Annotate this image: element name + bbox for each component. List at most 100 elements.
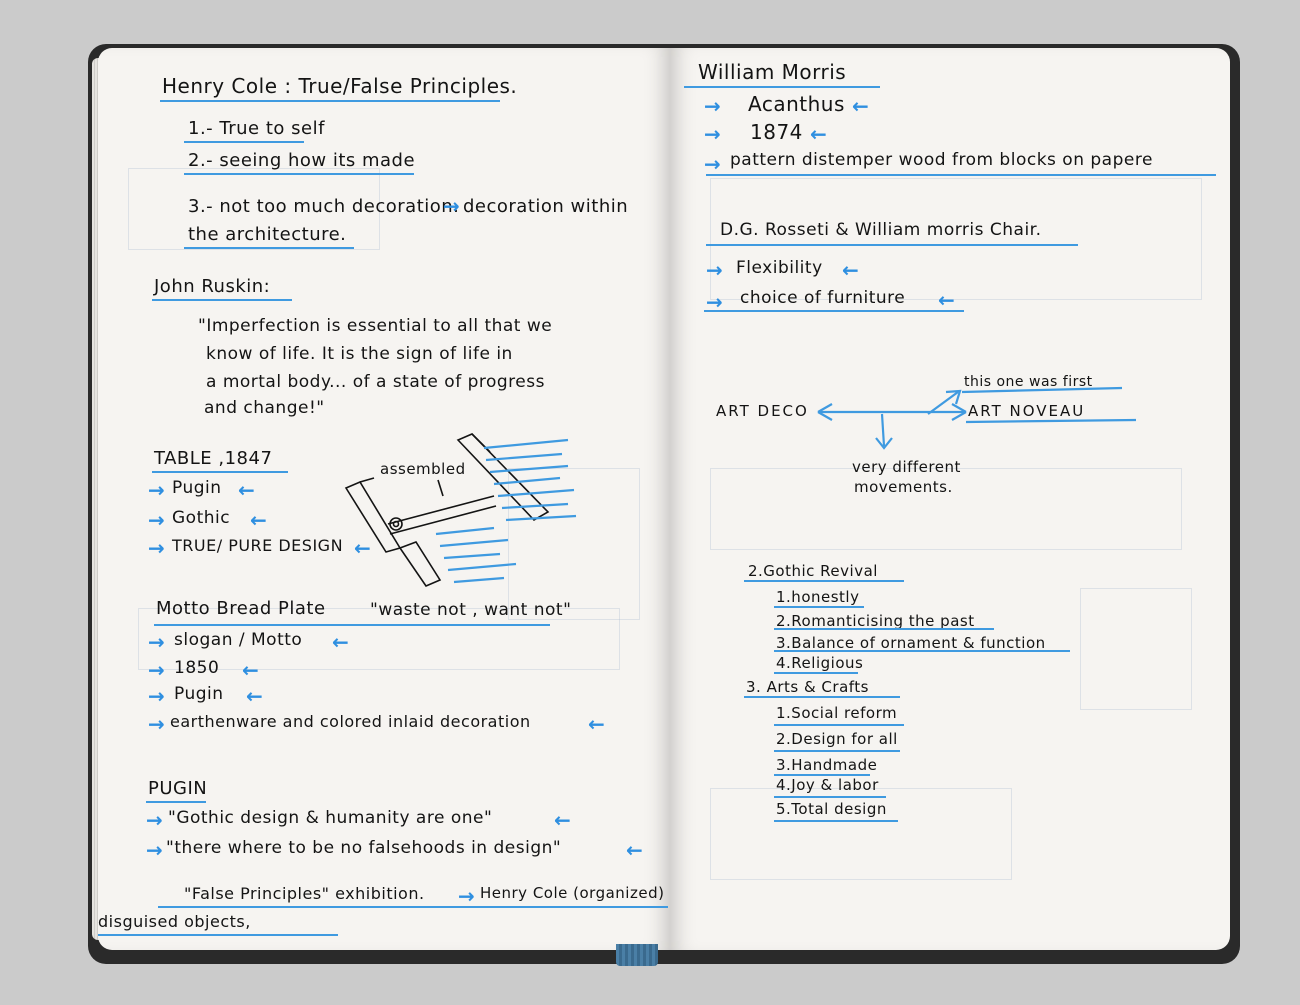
ghost-box: [710, 788, 1012, 880]
ruskin-quote-line4: and change!": [204, 398, 325, 418]
underline: [706, 244, 1078, 246]
arrow-left-icon: ←: [810, 122, 827, 146]
motto-item-3: Pugin: [174, 684, 224, 704]
ghost-box: [710, 178, 1202, 300]
ghost-box: [138, 608, 620, 670]
chair-title: D.G. Rosseti & William morris Chair.: [720, 220, 1042, 240]
table-item-1: Pugin: [172, 478, 222, 498]
arrow-right-icon: →: [458, 884, 475, 908]
underline: [744, 580, 904, 582]
arrow-left-icon: ←: [250, 508, 267, 532]
table-title: TABLE ,1847: [154, 448, 273, 469]
diagram-note-bottom-1: very different: [852, 458, 961, 476]
table-sketch: [344, 433, 577, 587]
arrow-left-icon: ←: [842, 258, 859, 282]
pugin-item-3: "False Principles" exhibition.: [184, 884, 425, 903]
motto-item-2: 1850: [174, 658, 220, 678]
underline: [774, 672, 858, 674]
underline: [774, 606, 864, 608]
page-edges: [92, 58, 102, 940]
underline: [774, 750, 900, 752]
ghost-box: [128, 168, 380, 250]
table-item-3: TRUE/ PURE DESIGN: [172, 536, 344, 555]
pugin-title: PUGIN: [148, 778, 208, 799]
left-page: Henry Cole : True/False Principles. 1.- …: [98, 48, 670, 950]
arrow-right-icon: →: [704, 94, 721, 118]
morris-title: William Morris: [698, 60, 847, 84]
underline: [158, 906, 668, 908]
ruskin-quote-line1: "Imperfection is essential to all that w…: [198, 316, 553, 336]
arrow-left-icon: ←: [588, 712, 605, 736]
arts-item-5: 5.Total design: [776, 800, 887, 818]
motto-item-4: earthenware and colored inlaid decoratio…: [170, 712, 531, 731]
cole-principle-3: 3.- not too much decoration.: [188, 196, 460, 217]
arrow-left-icon: ←: [938, 288, 955, 312]
ghost-box: [710, 468, 1182, 550]
underline: [774, 820, 898, 822]
arrow-right-icon: →: [706, 258, 723, 282]
morris-item-3: pattern distemper wood from blocks on pa…: [730, 150, 1153, 170]
pugin-item-3-cont: Henry Cole (organized): [480, 884, 665, 902]
arrow-right-icon: →: [148, 684, 165, 708]
pugin-item-1: "Gothic design & humanity are one": [168, 808, 493, 828]
ruskin-title: John Ruskin:: [154, 276, 271, 297]
arts-title: 3. Arts & Crafts: [746, 678, 869, 696]
gothic-item-1: 1.honestly: [776, 588, 860, 606]
arts-item-2: 2.Design for all: [776, 730, 898, 748]
cole-principle-3-line2: the architecture.: [188, 224, 347, 245]
morris-item-1: Acanthus: [748, 92, 845, 116]
pugin-item-2: "there where to be no falsehoods in desi…: [166, 838, 562, 858]
chair-item-2: choice of furniture: [740, 288, 906, 308]
arrow-left-icon: ←: [242, 658, 259, 682]
underline: [160, 100, 500, 102]
arts-item-1: 1.Social reform: [776, 704, 898, 722]
underline: [184, 141, 304, 143]
arrow-left-icon: ←: [238, 478, 255, 502]
gothic-item-2: 2.Romanticising the past: [776, 612, 975, 630]
motto-item-1: slogan / Motto: [174, 630, 303, 650]
underline: [154, 624, 550, 626]
pugin-item-4: disguised objects,: [98, 912, 251, 931]
ruskin-quote-line3: a mortal body... of a state of progress: [206, 372, 545, 392]
arrow-right-icon: →: [148, 508, 165, 532]
underline: [152, 299, 292, 301]
gothic-item-3: 3.Balance of ornament & function: [776, 634, 1046, 652]
cole-principle-3-cont: decoration within: [463, 196, 629, 217]
underline: [774, 774, 870, 776]
underline: [774, 724, 904, 726]
gothic-title: 2.Gothic Revival: [748, 562, 878, 580]
arts-item-3: 3.Handmade: [776, 756, 878, 774]
arrow-left-icon: ←: [354, 536, 371, 560]
underline: [184, 247, 354, 249]
underline: [146, 801, 206, 803]
underline: [774, 796, 886, 798]
underline: [706, 174, 1216, 176]
arrow-right-icon: →: [704, 122, 721, 146]
diagram-art-noveau: ART NOVEAU: [968, 402, 1086, 420]
ghost-box: [1080, 588, 1192, 710]
arrow-right-icon: →: [443, 194, 460, 218]
sketch-label: assembled: [380, 460, 466, 478]
underline: [774, 628, 994, 630]
diagram-arrows: [817, 386, 1137, 450]
underline: [744, 696, 900, 698]
arrow-right-icon: →: [146, 808, 163, 832]
underline: [704, 310, 964, 312]
arts-item-4: 4.Joy & labor: [776, 776, 879, 794]
underline: [774, 650, 1070, 652]
cole-principle-1: 1.- True to self: [188, 118, 325, 139]
arrow-right-icon: →: [704, 152, 721, 176]
arrow-right-icon: →: [148, 478, 165, 502]
underline: [152, 471, 288, 473]
bookmark-ribbon: [616, 944, 658, 966]
henry-cole-title: Henry Cole : True/False Principles.: [162, 74, 518, 98]
ruskin-quote-line2: know of life. It is the sign of life in: [206, 344, 513, 364]
cole-principle-2: 2.- seeing how its made: [188, 150, 416, 171]
arrow-left-icon: ←: [246, 684, 263, 708]
underline: [684, 86, 880, 88]
underline: [98, 934, 338, 936]
arrow-right-icon: →: [146, 838, 163, 862]
arrow-right-icon: →: [706, 290, 723, 314]
diagram-note-top: this one was first: [964, 374, 1093, 390]
diagram-art-deco: ART DECO: [716, 402, 809, 420]
